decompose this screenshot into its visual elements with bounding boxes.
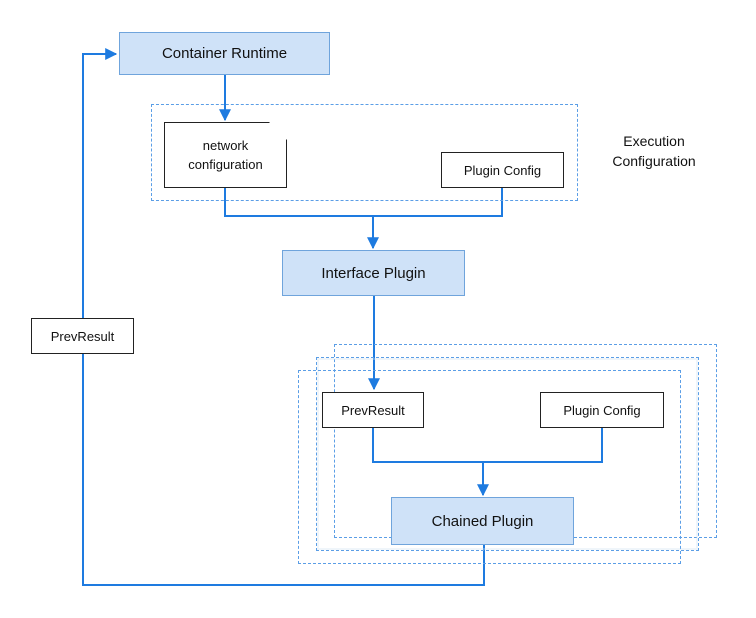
edge-chain-config-merge	[483, 428, 603, 463]
prevresult-doc-loop: PrevResult	[31, 318, 134, 354]
chained-plugin-box: Chained Plugin	[391, 497, 574, 545]
edge-prevresult-merge	[372, 428, 483, 463]
prevresult-doc-chain: PrevResult	[322, 392, 424, 428]
chain-frame-front	[298, 370, 681, 564]
container-runtime-box: Container Runtime	[119, 32, 330, 75]
edge-plugin-config-merge	[373, 188, 503, 217]
edge-network-config-merge	[224, 188, 373, 217]
execution-config-frame	[151, 104, 578, 201]
network-configuration-doc: network configuration	[164, 122, 287, 188]
interface-plugin-box: Interface Plugin	[282, 250, 465, 296]
chain-frame-middle	[316, 357, 699, 551]
plugin-config-doc-top: Plugin Config	[441, 152, 564, 188]
edge-loopback-to-runtime	[82, 48, 485, 586]
execution-configuration-label: Execution Configuration	[612, 133, 696, 169]
plugin-config-doc-chain: Plugin Config	[540, 392, 664, 428]
